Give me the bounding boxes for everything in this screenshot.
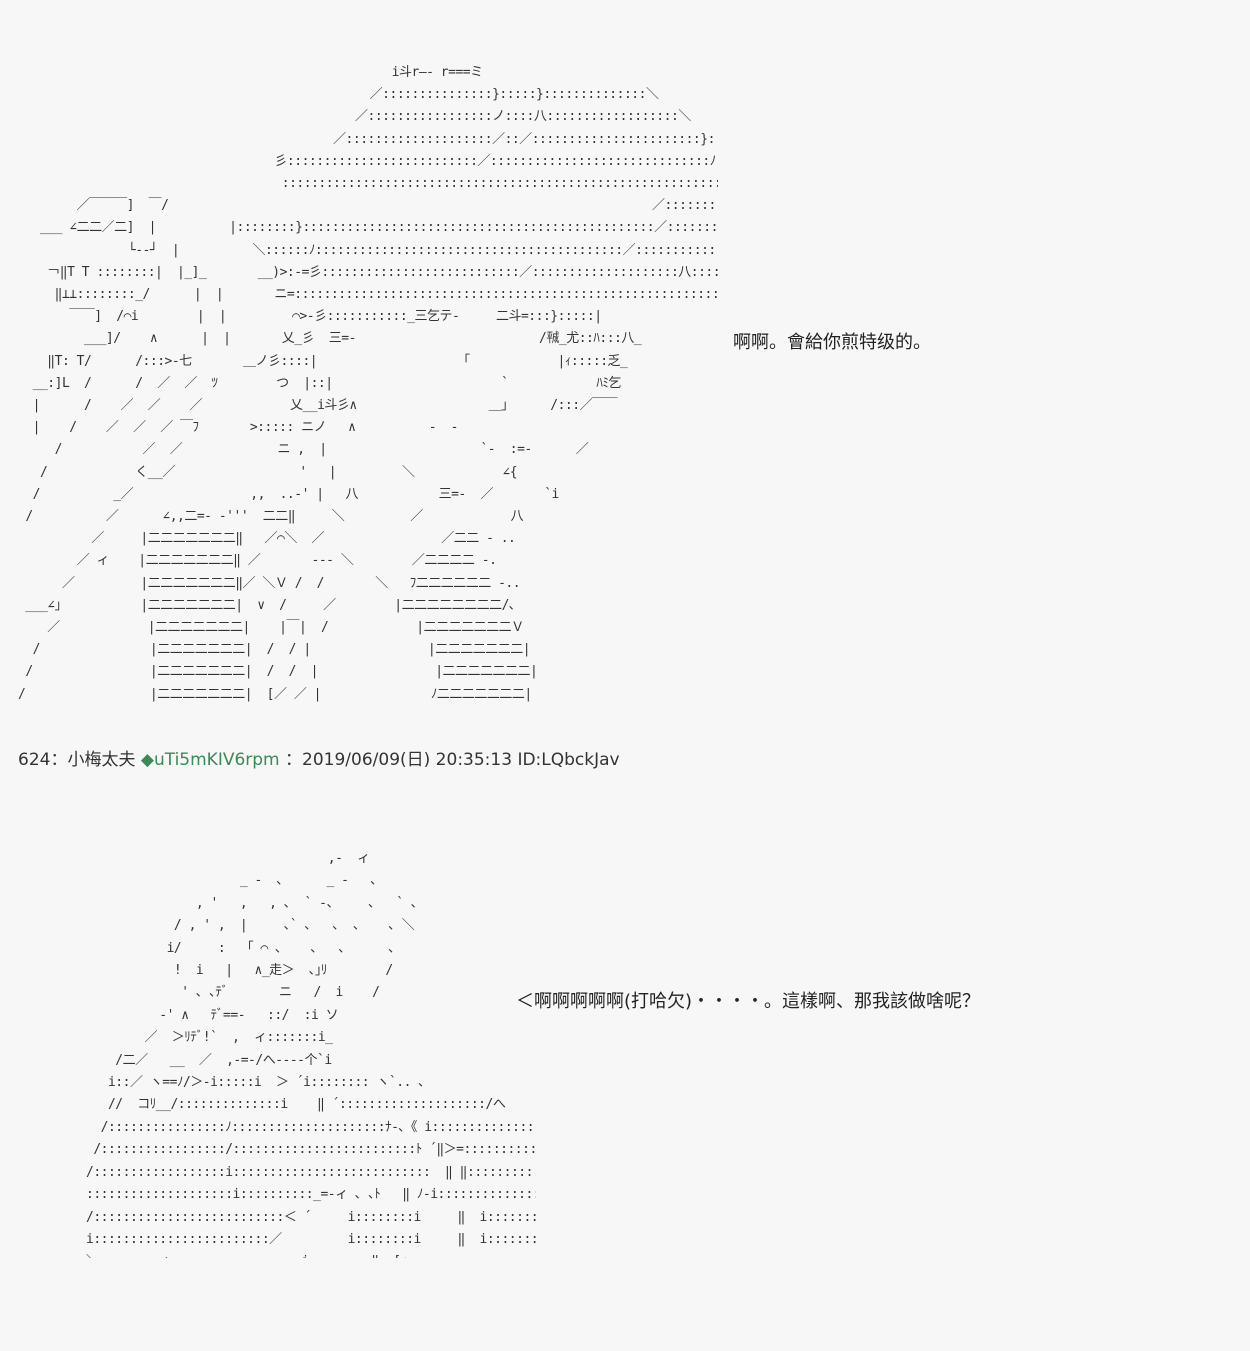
ascii-art-figure-top: i斗r―‐ r===ミ ／:::::::::::::::}:::::}:::::… [18,65,718,702]
post-datetime: 2019/06/09(日) 20:35:13 [302,750,513,770]
post-number-separator: ： [50,750,68,770]
trip-diamond-icon: ◆ [140,750,154,770]
post-header: 624：小梅太夫 ◆uTi5mKIV6rpm ：2019/06/09(日) 20… [18,749,620,771]
poster-name: 小梅太夫 [67,750,136,770]
dialogue-line-2: ＜啊啊啊啊啊(打哈欠)・・・・。這樣啊、那我該做啥呢？ [516,991,981,1012]
date-separator: ： [285,750,303,770]
post-number: 624 [18,750,51,770]
post-id: ID:LQbckJav [517,750,620,770]
poster-trip: uTi5mKIV6rpm [153,750,280,770]
dialogue-line-1: 啊啊。會給你煎特级的。 [733,332,931,353]
ascii-art-figure-bottom: ,- ィ _ ‐ ､ _ ‐ ､ , ' , , ､ ` ‐、 ､ ` ､ / … [86,851,536,1258]
